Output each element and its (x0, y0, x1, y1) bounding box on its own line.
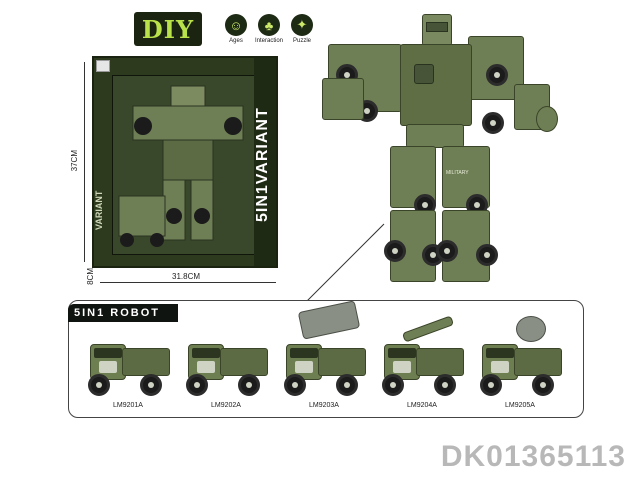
height-dimension: 37CM (70, 150, 79, 172)
vehicle-code: LM9202A (211, 402, 241, 409)
vehicle-rocket-launcher (280, 300, 368, 398)
vehicle-code: LM9203A (309, 402, 339, 409)
wheel (482, 112, 504, 134)
pointer-line (303, 223, 385, 305)
robot-torso (400, 44, 472, 126)
boxed-robot-image (118, 85, 244, 247)
chest-label: MILITARY (446, 170, 469, 176)
wheel (384, 240, 406, 262)
diy-badge: DIY (134, 12, 202, 46)
wheel (486, 64, 508, 86)
product-sku: DK01365113 (440, 440, 626, 473)
feature-puzzle: ✦ Puzzle (284, 14, 320, 44)
feature-ages: ☺ Ages (218, 14, 254, 44)
brand-logo (96, 60, 110, 72)
vehicle-cargo-truck (84, 336, 172, 398)
width-dimension: 31.8CM (172, 272, 201, 281)
left-arm (322, 78, 364, 120)
radar-truck-icon (516, 316, 546, 342)
box-side-text: VARIANT (94, 190, 104, 230)
vehicle-code: LM9205A (505, 402, 535, 409)
wheel (436, 240, 458, 262)
vehicle-code: LM9201A (113, 402, 143, 409)
vehicle-armored-truck (182, 336, 270, 398)
puzzle-icon: ✦ (291, 14, 313, 36)
shield-emblem (414, 64, 434, 84)
cargo-truck-icon (122, 348, 170, 376)
robot-hip (406, 124, 464, 148)
child-icon: ☺ (225, 14, 247, 36)
box-side-panel (254, 58, 276, 266)
box-window (112, 75, 264, 255)
feature-label: Interaction (254, 38, 284, 44)
robot-visor (426, 22, 448, 32)
feature-interaction: ♣ Interaction (251, 14, 287, 44)
feature-label: Ages (229, 38, 243, 44)
radar-dish (536, 106, 558, 132)
depth-dimension: 8CM (86, 268, 95, 285)
wheel (476, 244, 498, 266)
armored-truck-icon (220, 348, 268, 376)
people-icon: ♣ (258, 14, 280, 36)
vehicle-code: LM9204A (407, 402, 437, 409)
vehicle-missile-truck (378, 315, 466, 398)
assembled-robot: MILITARY (318, 14, 578, 304)
box-title: 5IN1VARIANT (254, 107, 271, 223)
vehicle-radar-truck (476, 316, 564, 398)
feature-label: Puzzle (292, 38, 311, 44)
width-dimension-line (100, 282, 276, 283)
height-dimension-line (84, 62, 85, 262)
panel-title: 5IN1 ROBOT (68, 304, 178, 322)
